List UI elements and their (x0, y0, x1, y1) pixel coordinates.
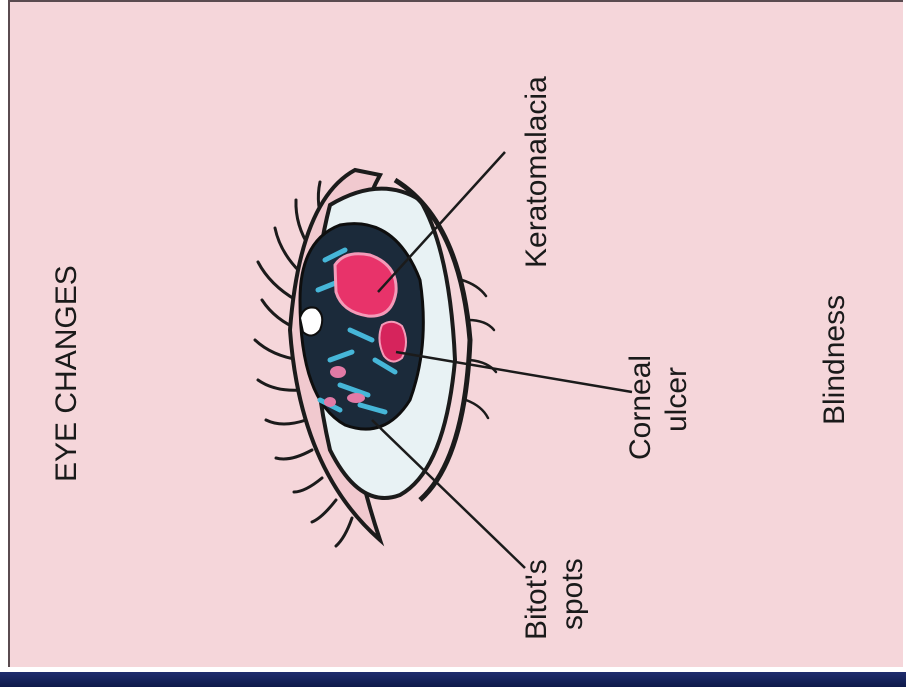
label-bitots-line1: Bitot's (520, 559, 554, 640)
keratomalacia-patch (335, 254, 396, 316)
bottom-frame-bar (0, 672, 906, 687)
label-blindness: Blindness (818, 295, 852, 425)
label-bitots-line2: spots (556, 558, 590, 630)
iris-glint (300, 307, 322, 335)
diagram-title: EYE CHANGES (50, 265, 84, 482)
corneal-ulcer-patch (379, 322, 406, 362)
label-corneal-ulcer-line2: ulcer (660, 367, 694, 432)
label-keratomalacia: Keratomalacia (520, 76, 554, 268)
label-corneal-ulcer-line1: Corneal (624, 355, 658, 460)
